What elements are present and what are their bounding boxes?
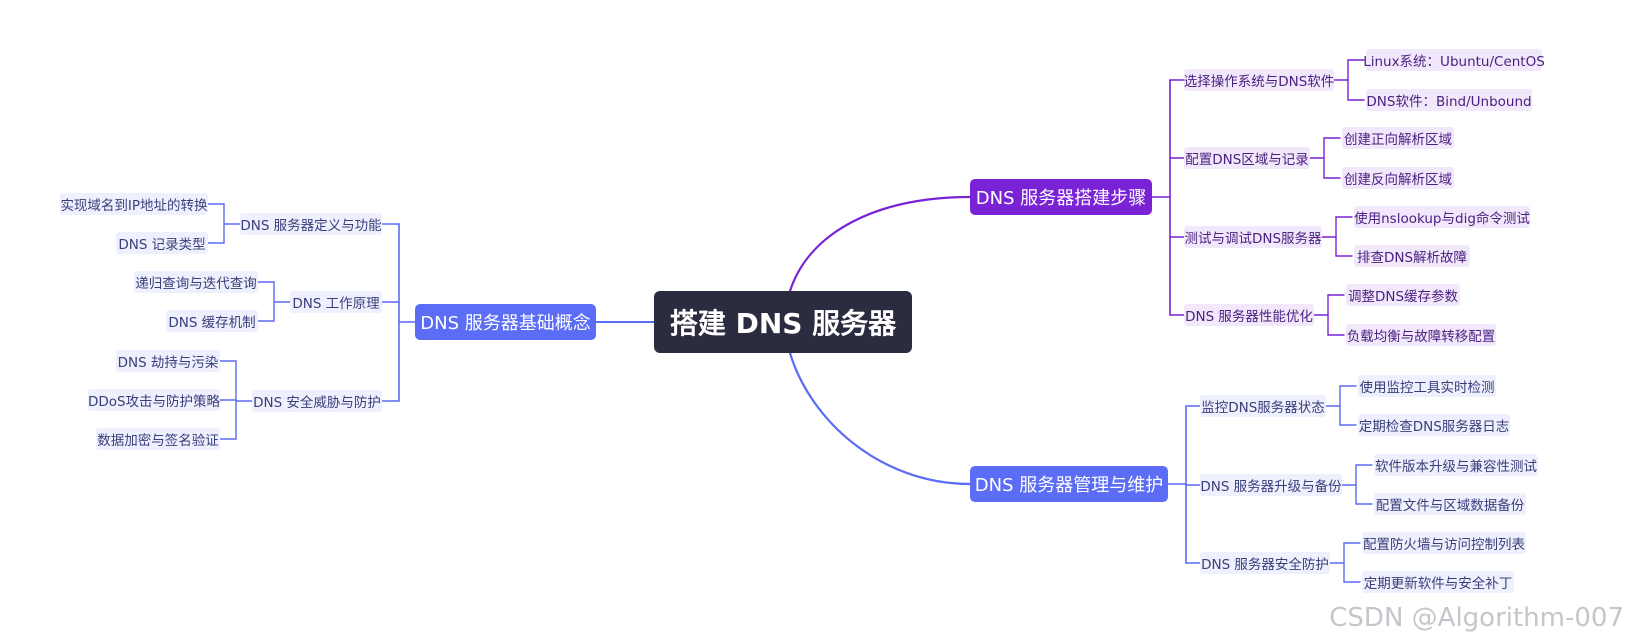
leaf-monitor-tools[interactable]: 使用监控工具实时检测	[1358, 375, 1496, 397]
leaf-record-types[interactable]: DNS 记录类型	[116, 232, 208, 254]
branch-basic-concepts[interactable]: DNS 服务器基础概念	[415, 304, 596, 340]
sub-dns-security[interactable]: DNS 安全威胁与防护	[252, 390, 382, 412]
root-node[interactable]: 搭建 DNS 服务器	[654, 291, 912, 353]
branch-management[interactable]: DNS 服务器管理与维护	[970, 466, 1168, 502]
sub-dns-principle[interactable]: DNS 工作原理	[290, 291, 382, 313]
sub-config-zone[interactable]: 配置DNS区域与记录	[1184, 147, 1310, 169]
leaf-nslookup-dig[interactable]: 使用nslookup与dig命令测试	[1354, 206, 1530, 228]
leaf-hijack-pollution[interactable]: DNS 劫持与污染	[116, 350, 220, 372]
leaf-check-logs[interactable]: 定期检查DNS服务器日志	[1358, 414, 1510, 436]
leaf-firewall-acl[interactable]: 配置防火墙与访问控制列表	[1362, 532, 1526, 554]
leaf-security-patches[interactable]: 定期更新软件与安全补丁	[1362, 571, 1514, 593]
leaf-forward-zone[interactable]: 创建正向解析区域	[1342, 127, 1454, 149]
link-root-rightbottom	[788, 351, 972, 486]
sub-upgrade-backup[interactable]: DNS 服务器升级与备份	[1200, 474, 1342, 496]
leaf-config-backup[interactable]: 配置文件与区域数据备份	[1374, 493, 1526, 515]
leaf-troubleshoot[interactable]: 排查DNS解析故障	[1354, 245, 1470, 267]
sub-dns-definition[interactable]: DNS 服务器定义与功能	[240, 213, 382, 235]
leaf-ddos[interactable]: DDoS攻击与防护策略	[88, 389, 220, 411]
leaf-version-upgrade[interactable]: 软件版本升级与兼容性测试	[1374, 454, 1538, 476]
leaf-reverse-zone[interactable]: 创建反向解析区域	[1342, 167, 1454, 189]
sub-monitor[interactable]: 监控DNS服务器状态	[1200, 395, 1326, 417]
leaf-cache-params[interactable]: 调整DNS缓存参数	[1346, 284, 1460, 306]
link-root-righttop	[788, 195, 972, 293]
sub-choose-os[interactable]: 选择操作系统与DNS软件	[1184, 69, 1334, 91]
leaf-encryption[interactable]: 数据加密与签名验证	[96, 428, 220, 450]
branch-setup-steps[interactable]: DNS 服务器搭建步骤	[970, 179, 1152, 215]
leaf-load-balance[interactable]: 负载均衡与故障转移配置	[1346, 324, 1496, 346]
leaf-linux[interactable]: Linux系统：Ubuntu/CentOS	[1363, 49, 1545, 71]
leaf-dns-software[interactable]: DNS软件：Bind/Unbound	[1366, 89, 1532, 111]
leaf-cache-mechanism[interactable]: DNS 缓存机制	[166, 310, 258, 332]
leaf-recursive-iterative[interactable]: 递归查询与迭代查询	[134, 271, 258, 293]
sub-performance[interactable]: DNS 服务器性能优化	[1184, 304, 1314, 326]
sub-security-protection[interactable]: DNS 服务器安全防护	[1200, 552, 1330, 574]
sub-test-debug[interactable]: 测试与调试DNS服务器	[1184, 226, 1322, 248]
leaf-domain-to-ip[interactable]: 实现域名到IP地址的转换	[60, 193, 208, 215]
